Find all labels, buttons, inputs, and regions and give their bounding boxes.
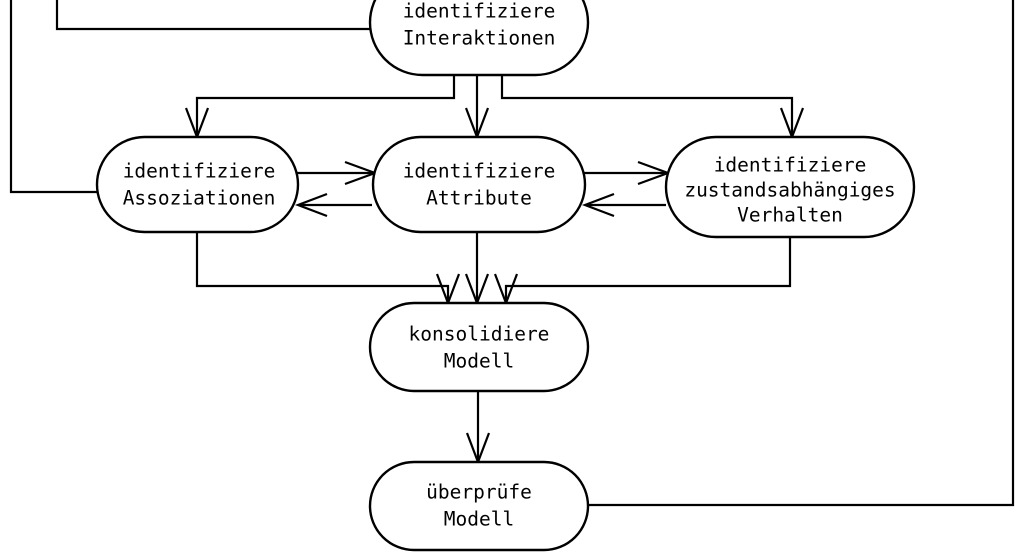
edge-interaktionen-to-assoziationen — [195, 75, 456, 136]
node-label-assoziationen-line2: Assoziationen — [123, 187, 276, 210]
node-shape-konsolidiere — [368, 301, 590, 393]
node-shape-assoziationen — [95, 135, 300, 234]
node-label-attribute-line1: identifiziere — [403, 160, 556, 183]
node-label-verhalten-line2: zustandsabhängiges — [684, 179, 895, 202]
edge-verhalten-to-konsolidiere — [504, 237, 792, 302]
edge-feedback-top-to-interaktionen — [55, 0, 371, 31]
node-label-ueberpruefe-line1: überprüfe — [426, 481, 532, 504]
node-label-attribute-line2: Attribute — [426, 187, 532, 210]
node-label-konsolidiere-line2: Modell — [444, 350, 514, 373]
node-label-interaktionen-line1: identifiziere — [403, 0, 556, 23]
node-shape-ueberpruefe — [368, 460, 590, 552]
node-identifiziere-assoziationen[interactable]: identifiziere Assoziationen — [95, 135, 300, 234]
node-shape-attribute — [371, 135, 587, 234]
node-label-verhalten-line3: Verhalten — [737, 204, 843, 227]
node-layer: identifiziere Interaktionen identifizier… — [95, 0, 916, 552]
node-identifiziere-zustandsabhaengiges-verhalten[interactable]: identifiziere zustandsabhängiges Verhalt… — [664, 135, 916, 239]
node-label-interaktionen-line2: Interaktionen — [403, 27, 556, 50]
node-identifiziere-interaktionen[interactable]: identifiziere Interaktionen — [368, 0, 590, 77]
edge-ueberpruefe-feedback-right — [588, 0, 1015, 507]
node-label-assoziationen-line1: identifiziere — [123, 160, 276, 183]
arrowhead-attribute-assoziationen — [294, 192, 328, 218]
edge-assoziationen-to-konsolidiere — [195, 232, 450, 302]
node-identifiziere-attribute[interactable]: identifiziere Attribute — [371, 135, 587, 234]
edge-feedback-top-to-assoziationen — [9, 0, 99, 194]
node-ueberpruefe-modell[interactable]: überprüfe Modell — [368, 460, 590, 552]
node-shape-interaktionen — [368, 0, 590, 77]
node-shape-verhalten — [664, 135, 916, 239]
node-label-ueberpruefe-line2: Modell — [444, 508, 514, 531]
edge-interaktionen-to-verhalten — [500, 75, 794, 136]
node-label-verhalten-line1: identifiziere — [714, 154, 867, 177]
arrowhead-verhalten-attribute — [581, 192, 615, 218]
edge-layer — [9, 0, 1015, 507]
node-konsolidiere-modell[interactable]: konsolidiere Modell — [368, 301, 590, 393]
node-label-konsolidiere-line1: konsolidiere — [409, 323, 550, 346]
